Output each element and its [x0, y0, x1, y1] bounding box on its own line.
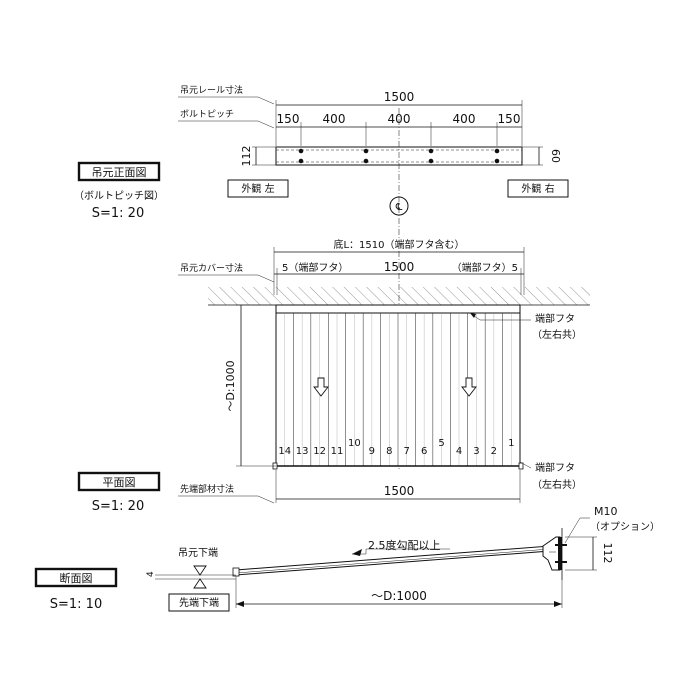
- slope-down-arrow-right: [461, 377, 477, 397]
- panel-number: 12: [313, 446, 326, 457]
- panel-number: 11: [331, 446, 344, 457]
- panel-number: 9: [369, 446, 375, 457]
- pitch-dim-4: 400: [453, 112, 476, 126]
- section-view-scale: S=1: 10: [50, 597, 102, 612]
- front-view-subtitle: （ボルトピッチ図）: [74, 190, 164, 202]
- plan-title-block: 平面図 S=1: 20: [77, 471, 161, 514]
- bolt-hole: [298, 158, 304, 164]
- rail-height-dim: 112: [240, 146, 253, 167]
- section-title-block: 断面図 S=1: 10: [34, 567, 118, 612]
- front-title-block: 吊元正面図 （ボルトピッチ図） S=1: 20: [74, 161, 164, 221]
- option-label: （オプション）: [590, 521, 660, 533]
- tip-bottom-label: 先端下端: [179, 596, 219, 609]
- cover-dim-label: 吊元カバー寸法: [180, 262, 243, 274]
- pitch-dim-5: 150: [498, 112, 521, 126]
- bolt-hole: [298, 148, 304, 154]
- cap-right-dim: （端部フタ）5: [452, 261, 518, 274]
- tip-dim-label: 先端部材寸法: [180, 483, 234, 495]
- end-cap-top-both: （左右共）: [532, 328, 582, 341]
- bolt-hole: [494, 148, 500, 154]
- hang-bottom-label: 吊元下端: [178, 546, 218, 559]
- panel-number: 8: [386, 446, 392, 457]
- tip-total-dim: 1500: [384, 484, 415, 498]
- panel-number: 14: [278, 446, 291, 457]
- panel-number: 1: [508, 438, 514, 449]
- end-cap-bottom-label: 端部フタ: [535, 461, 575, 474]
- end-cap-top-label: 端部フタ: [535, 312, 575, 325]
- panel-number: 7: [404, 446, 410, 457]
- plan-view-scale: S=1: 20: [92, 499, 144, 514]
- panel-number: 13: [296, 446, 309, 457]
- bolt-hole: [363, 158, 369, 164]
- outer-right-tag: 外観 右: [521, 182, 554, 195]
- panel-number: 4: [456, 446, 462, 457]
- pitch-dim-1: 150: [277, 112, 300, 126]
- bolt-pitch-label: ボルトピッチ: [180, 109, 234, 120]
- section-view: 2.5度勾配以上 M10 （オプション） 112 吊元下端: [146, 505, 660, 612]
- plan-view-title: 平面図: [103, 476, 136, 489]
- front-view: 吊元レール寸法 ボルトピッチ 1500 150 400 400 400 150: [178, 84, 569, 216]
- cap-left-dim: 5（端部フタ）: [282, 261, 348, 274]
- panel-number: 6: [421, 446, 427, 457]
- rail-dim-label: 吊元レール寸法: [180, 84, 243, 96]
- section-height-dim: 112: [601, 543, 614, 564]
- ceiling-hatch: [208, 287, 590, 305]
- bolt-hole: [428, 158, 434, 164]
- end-cap-bottom-both: （左右共）: [532, 478, 582, 491]
- panel-number: 3: [473, 446, 479, 457]
- panel-number: 10: [348, 438, 361, 449]
- rail-total-dim: 1500: [384, 90, 415, 104]
- slope-label: 2.5度勾配以上: [368, 538, 441, 552]
- front-view-scale: S=1: 20: [92, 206, 144, 221]
- rail-depth-dim: 60: [549, 149, 562, 163]
- plan-depth-dim: ～D:1000: [224, 360, 237, 411]
- bolt-hole: [363, 148, 369, 154]
- section-depth-dim: ～D:1000: [371, 589, 427, 603]
- bolt-label: M10: [594, 505, 618, 518]
- section-view-title: 断面図: [60, 571, 93, 585]
- cover-total-dim: 1500: [384, 260, 415, 274]
- tip-bottom-marker: [193, 578, 207, 589]
- base-length-dim: 底L：1510（端部フタ含む）: [333, 238, 464, 251]
- outer-left-tag: 外観 左: [241, 182, 274, 195]
- bolt-hole: [494, 158, 500, 164]
- wall-bracket: [542, 536, 567, 571]
- pitch-dim-2: 400: [323, 112, 346, 126]
- slope-down-arrow-left: [313, 377, 329, 397]
- gap-dim: 4: [146, 571, 156, 577]
- hanging-cover: [275, 304, 521, 314]
- hang-bottom-marker: [193, 565, 207, 576]
- panel-number: 2: [491, 446, 497, 457]
- bolt-hole: [428, 148, 434, 154]
- plan-view: 底L：1510（端部フタ含む） 吊元カバー寸法 5（端部フタ） 1500 （端部…: [178, 238, 590, 504]
- front-view-title: 吊元正面図: [92, 166, 147, 179]
- panel-number: 5: [438, 438, 444, 449]
